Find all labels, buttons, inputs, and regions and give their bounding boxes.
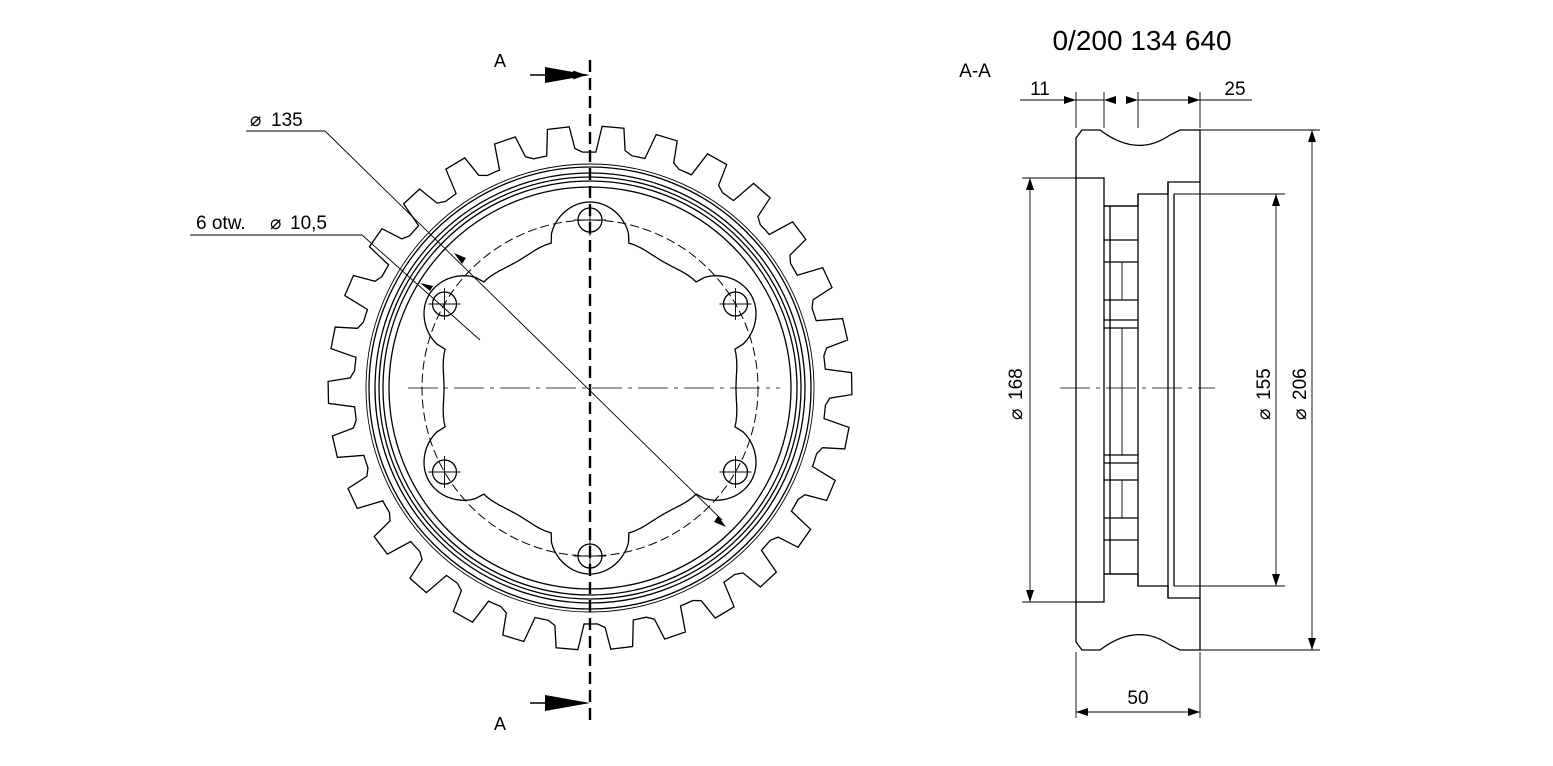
dim-11-arrow-1 [1064,96,1076,104]
dim-outer: 206 [1290,368,1311,400]
front-view: A A ⌀ 135 6 otw. ⌀ 10,5 [190,51,853,734]
dim-155-arrow-2 [1272,574,1280,586]
dim-inner-symbol: ⌀ [1254,409,1275,420]
section-arrowhead-bottom [545,695,590,711]
holes-arrow [420,283,433,291]
bolt-hole-crosshair [428,288,461,320]
hub-pocket [1109,479,1123,519]
dim-holes-symbol: ⌀ [270,213,281,234]
dim-50-arrow-1 [1076,708,1088,716]
dim-168-arrow-1 [1026,178,1034,190]
hub-steps [1104,205,1138,575]
part-number: 0/200 134 640 [1052,25,1231,56]
dim-168-arrow-2 [1026,590,1034,602]
rim-circle-4 [382,180,798,596]
dim-11-arrow-2 [1104,96,1116,104]
dim-bolt-circle: 135 [271,110,303,131]
section-arrowhead-top [545,67,590,83]
dim-206-arrow-2 [1308,638,1316,650]
bolt-hole-crosshair [719,456,752,488]
dim-25-arrow-2 [1188,96,1200,104]
dim-holes-count: 6 otw. [196,213,246,234]
dim-bolt-circle-symbol: ⌀ [250,110,261,131]
dim-holes-diameter: 10,5 [290,213,327,234]
bolt-circle-arrow-2 [714,516,726,527]
dim-25-arrow-1 [1126,96,1138,104]
dim-50-arrow-2 [1188,708,1200,716]
holes-dim-line [361,234,481,341]
dim-155-arrow-1 [1272,194,1280,206]
dim-bore-symbol: ⌀ [1006,409,1027,420]
hub-pocket [1109,327,1123,456]
tooth-root-circle [365,163,815,613]
bolt-circle-arrow-1 [454,253,466,264]
bolt-circle-dim-line [324,130,723,521]
section-marker-bottom: A [494,714,506,734]
section-label: A-A [959,61,991,82]
dim-left-offset: 11 [1030,79,1050,100]
bolt-hole-crosshair [719,288,752,320]
dim-width: 50 [1127,688,1148,709]
dim-206-arrow-1 [1308,130,1316,142]
section-marker-top: A [494,51,506,71]
bolt-hole-crosshair [428,456,461,488]
dim-bore: 168 [1006,368,1027,400]
hub-pocket [1109,261,1123,301]
section-view: A-A 11 25 50 [959,61,1320,718]
dim-right-offset: 25 [1224,79,1245,100]
dim-inner: 155 [1254,368,1275,400]
dim-outer-symbol: ⌀ [1290,409,1311,420]
